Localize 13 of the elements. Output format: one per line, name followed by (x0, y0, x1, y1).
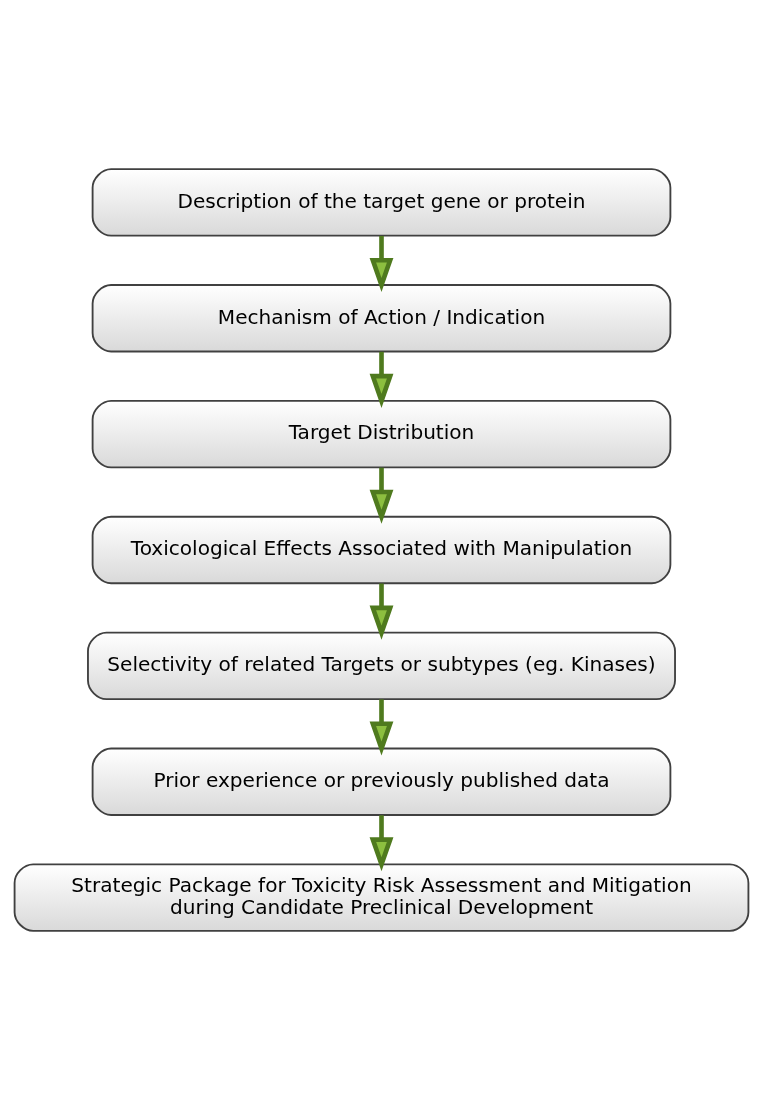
node-box: Target Distribution (91, 400, 672, 469)
arrow (369, 815, 394, 872)
arrow (369, 235, 394, 293)
node-box: Mechanism of Action / Indication (91, 284, 672, 353)
node-box: Strategic Package for Toxicity Risk Assessment and Mitigation during Candidate Preclinical Development (13, 863, 750, 932)
arrow (369, 583, 394, 640)
node-box: Prior experience or previously published data (91, 747, 672, 816)
arrow (369, 699, 394, 756)
node-box: Selectivity of related Targets or subtypes (eg. Kinases) (87, 631, 676, 700)
node-box: Toxicological Effects Associated with Manipulation (91, 515, 672, 585)
arrow (369, 467, 394, 524)
arrow (369, 351, 394, 408)
node-box: Description of the target gene or protein (91, 168, 672, 237)
